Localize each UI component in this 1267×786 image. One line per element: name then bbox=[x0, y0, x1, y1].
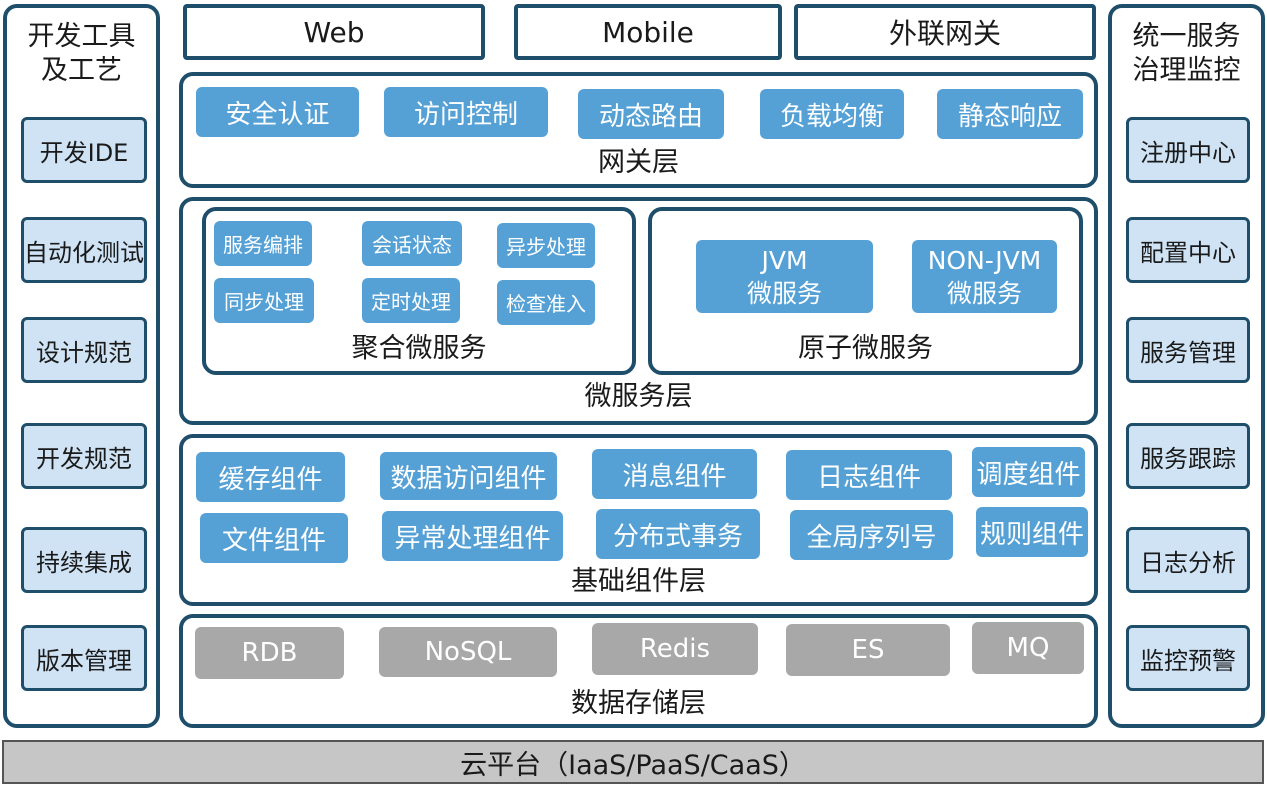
atomic-non-jvm: NON-JVM 微服务 bbox=[912, 240, 1057, 313]
component-global-seq: 全局序列号 bbox=[790, 510, 953, 560]
atomic-label: 原子微服务 bbox=[798, 333, 933, 364]
gateway-item-lb: 负载均衡 bbox=[760, 89, 904, 139]
component-exception: 异常处理组件 bbox=[382, 511, 563, 561]
right-item-registry: 注册中心 bbox=[1126, 117, 1250, 183]
component-scheduler: 调度组件 bbox=[972, 447, 1085, 497]
gateway-item-static: 静态响应 bbox=[937, 89, 1083, 139]
right-item-service-mgmt: 服务管理 bbox=[1126, 317, 1250, 383]
storage-rdb: RDB bbox=[195, 627, 344, 679]
storage-nosql: NoSQL bbox=[379, 627, 557, 677]
component-layer-label: 基础组件层 bbox=[571, 566, 706, 597]
component-file: 文件组件 bbox=[200, 513, 348, 563]
left-item-ide: 开发IDE bbox=[21, 117, 147, 183]
left-item-dev-spec: 开发规范 bbox=[21, 423, 147, 489]
storage-redis: Redis bbox=[592, 623, 758, 675]
left-item-auto-test: 自动化测试 bbox=[21, 217, 147, 283]
aggregate-label: 聚合微服务 bbox=[351, 333, 487, 364]
cloud-platform-bar: 云平台（IaaS/PaaS/CaaS） bbox=[2, 740, 1264, 784]
aggregate-item-async: 异步处理 bbox=[497, 223, 595, 268]
client-mobile: Mobile bbox=[514, 4, 782, 60]
component-cache: 缓存组件 bbox=[196, 452, 345, 502]
storage-mq: MQ bbox=[972, 622, 1084, 674]
gateway-item-access: 访问控制 bbox=[384, 87, 548, 137]
left-item-design-spec: 设计规范 bbox=[21, 317, 147, 383]
component-log: 日志组件 bbox=[786, 450, 952, 500]
dev-tools-title: 开发工具 及工艺 bbox=[27, 21, 136, 86]
aggregate-item-sync: 同步处理 bbox=[214, 278, 314, 323]
storage-layer-label: 数据存储层 bbox=[571, 688, 706, 719]
component-data-access: 数据访问组件 bbox=[380, 452, 557, 500]
gateway-item-auth: 安全认证 bbox=[196, 87, 359, 137]
client-web: Web bbox=[183, 4, 485, 60]
aggregate-item-session: 会话状态 bbox=[362, 221, 462, 266]
aggregate-item-orchestration: 服务编排 bbox=[214, 221, 312, 266]
component-message: 消息组件 bbox=[592, 449, 757, 499]
microservice-layer-label: 微服务层 bbox=[584, 381, 693, 412]
storage-es: ES bbox=[786, 624, 950, 676]
right-item-log-analysis: 日志分析 bbox=[1126, 527, 1250, 593]
right-item-alerting: 监控预警 bbox=[1126, 625, 1250, 691]
atomic-jvm: JVM 微服务 bbox=[696, 240, 873, 313]
left-item-ci: 持续集成 bbox=[21, 527, 147, 593]
gateway-layer-label: 网关层 bbox=[598, 147, 679, 178]
governance-title: 统一服务 治理监控 bbox=[1132, 21, 1241, 86]
aggregate-item-timer: 定时处理 bbox=[362, 278, 460, 323]
aggregate-item-admission: 检查准入 bbox=[497, 280, 595, 325]
component-distributed-tx: 分布式事务 bbox=[596, 509, 760, 559]
client-external-gateway: 外联网关 bbox=[794, 4, 1096, 60]
right-item-config: 配置中心 bbox=[1126, 217, 1250, 283]
left-item-version: 版本管理 bbox=[21, 625, 147, 691]
right-item-tracing: 服务跟踪 bbox=[1126, 423, 1250, 489]
component-rules: 规则组件 bbox=[976, 507, 1088, 557]
gateway-item-routing: 动态路由 bbox=[578, 89, 724, 139]
